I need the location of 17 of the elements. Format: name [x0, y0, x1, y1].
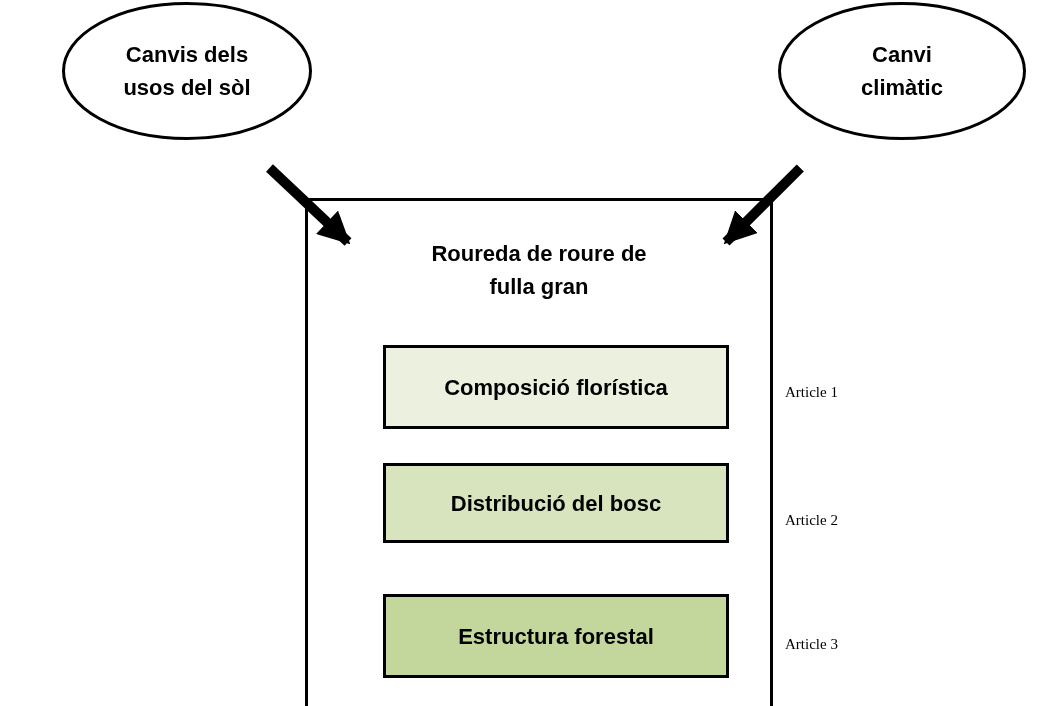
- arrow: [266, 164, 352, 246]
- ellipse-node: [778, 2, 1026, 140]
- node-label: Canvi climàtic: [860, 41, 944, 102]
- node-label: Composició florística: [444, 373, 668, 402]
- panel-title: Roureda de roure de fulla gran: [430, 240, 648, 301]
- ellipse-node: [62, 2, 312, 140]
- process-box: [383, 463, 729, 543]
- side-note: Article 1: [785, 384, 838, 401]
- node-label: Estructura forestal: [458, 622, 654, 651]
- process-box: [383, 345, 729, 429]
- process-box: [383, 594, 729, 678]
- side-note: Article 3: [785, 636, 838, 653]
- side-note: Article 2: [785, 512, 838, 529]
- node-label: Distribució del bosc: [450, 489, 662, 518]
- arrow: [722, 164, 804, 246]
- container-panel: [305, 198, 773, 706]
- node-label: Canvis dels usos del sòl: [122, 41, 252, 102]
